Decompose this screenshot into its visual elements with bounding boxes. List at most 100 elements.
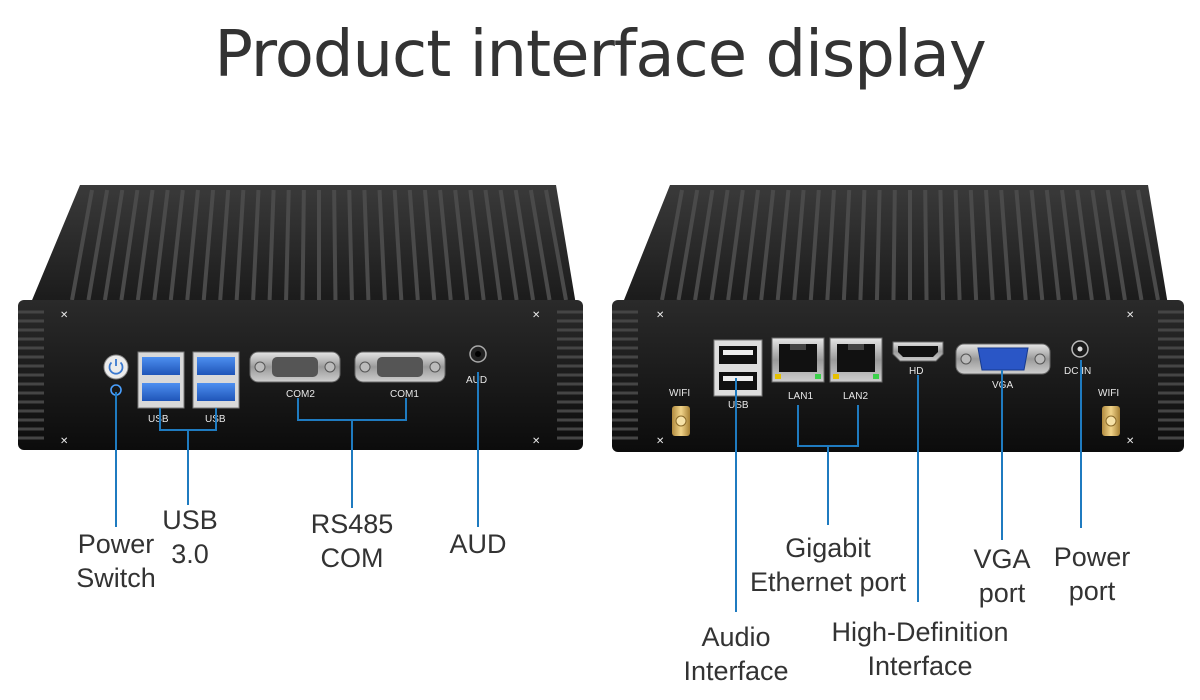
fin-line: [498, 189, 519, 301]
fin-line: [742, 189, 760, 301]
fin-line: [422, 189, 437, 301]
fin-line: [362, 189, 371, 301]
callout-line: 3.0: [171, 539, 209, 569]
callout-line: High-Definition: [831, 617, 1009, 647]
fin-line: [999, 189, 1012, 301]
callout-line: Gigabit: [785, 533, 871, 563]
hdmi-port[interactable]: [892, 341, 944, 362]
front-side-fins: [18, 310, 583, 440]
fin-line: [438, 189, 453, 301]
fin-line: [1105, 189, 1127, 301]
vga-port[interactable]: [955, 343, 1051, 375]
svg-text:✕: ✕: [532, 310, 540, 321]
fin-line: [392, 189, 404, 301]
callout-line: COM: [320, 543, 384, 573]
callout-line: port: [978, 578, 1026, 608]
fin-line: [792, 189, 806, 301]
fin-line: [693, 189, 715, 301]
power-icon: [108, 359, 124, 375]
fin-line: [660, 189, 684, 301]
fin-line: [676, 189, 700, 301]
rear-leader-lines: [735, 360, 1082, 612]
fin-line: [377, 189, 387, 301]
fin-line: [1029, 189, 1045, 301]
svg-text:✕: ✕: [656, 310, 664, 321]
fin-line: [453, 189, 470, 301]
lan1-port[interactable]: [771, 337, 825, 383]
fin-line: [709, 189, 730, 301]
callout-gigabit-ethernet: Gigabit Ethernet port: [742, 531, 914, 599]
fin-line: [858, 189, 867, 301]
lan2-port[interactable]: [829, 337, 883, 383]
dc-in-jack[interactable]: [1071, 340, 1089, 358]
fin-line: [1090, 189, 1111, 301]
fin-line: [968, 189, 979, 301]
fin-line: [841, 189, 852, 301]
callout-power-port: Power port: [1044, 540, 1140, 608]
fin-line: [775, 189, 791, 301]
rear-unit: ✕ ✕ ✕ ✕ WIFI WIFI USB: [612, 185, 1184, 612]
page-title: Product interface display: [214, 18, 986, 92]
aud-jack[interactable]: [469, 345, 487, 363]
com2-port[interactable]: [249, 351, 341, 383]
wifi-antenna-right[interactable]: [1102, 406, 1120, 436]
fin-line: [1136, 189, 1160, 301]
callout-power-switch: Power Switch: [58, 527, 174, 595]
usb-ports-rear[interactable]: [713, 339, 763, 397]
callout-aud: AUD: [438, 527, 518, 561]
fin-line: [984, 189, 995, 301]
fin-line: [923, 189, 929, 301]
front-unit: ✕ ✕ ✕ ✕ USB USB: [18, 185, 583, 527]
fin-line: [891, 189, 897, 301]
callout-line: Switch: [76, 563, 156, 593]
hd-label: HD: [909, 366, 923, 377]
usb-rear-label: USB: [728, 400, 749, 411]
fin-line: [1075, 189, 1094, 301]
rear-fin-lines: [660, 189, 1160, 301]
fin-line: [759, 189, 776, 301]
usb30-ports-right[interactable]: [192, 351, 240, 409]
fin-line: [1060, 189, 1078, 301]
fin-line: [102, 189, 125, 301]
usb30-ports-left[interactable]: [137, 351, 185, 409]
fin-line: [300, 189, 306, 301]
com1-port[interactable]: [354, 351, 446, 383]
wifi-right-label: WIFI: [1098, 388, 1119, 399]
wifi-antenna-left[interactable]: [672, 406, 690, 436]
callout-usb30: USB 3.0: [150, 503, 230, 571]
fin-line: [407, 189, 420, 301]
front-fin-lines: [70, 189, 568, 301]
svg-text:✕: ✕: [656, 436, 664, 447]
callout-rs485-com: RS485 COM: [302, 507, 402, 575]
fin-line: [513, 189, 536, 301]
fin-line: [152, 189, 170, 301]
aud-port-label: AUD: [466, 375, 487, 386]
callout-line: USB: [162, 505, 218, 535]
callout-line: Audio: [701, 622, 771, 652]
dcin-label: DC IN: [1064, 366, 1091, 377]
fin-line: [135, 189, 155, 301]
lan1-label: LAN1: [788, 391, 813, 402]
fin-line: [808, 189, 821, 301]
fin-line: [284, 189, 291, 301]
fin-line: [70, 189, 94, 301]
callout-line: Interface: [867, 651, 973, 681]
callout-line: AUD: [449, 529, 507, 559]
fin-line: [234, 189, 246, 301]
fin-line: [726, 189, 745, 301]
power-button[interactable]: [103, 354, 129, 396]
fin-line: [332, 189, 338, 301]
fin-line: [185, 189, 200, 301]
lan2-label: LAN2: [843, 391, 868, 402]
callout-line: Ethernet port: [749, 567, 907, 597]
wifi-left-label: WIFI: [669, 388, 690, 399]
callout-line: port: [1068, 576, 1116, 606]
rear-side-fins: [612, 310, 1184, 440]
com2-label: COM2: [286, 389, 315, 400]
fin-line: [874, 189, 882, 301]
svg-text:✕: ✕: [1126, 310, 1134, 321]
callout-line: VGA: [973, 544, 1031, 574]
fin-line: [483, 189, 503, 301]
fin-line: [86, 189, 110, 301]
